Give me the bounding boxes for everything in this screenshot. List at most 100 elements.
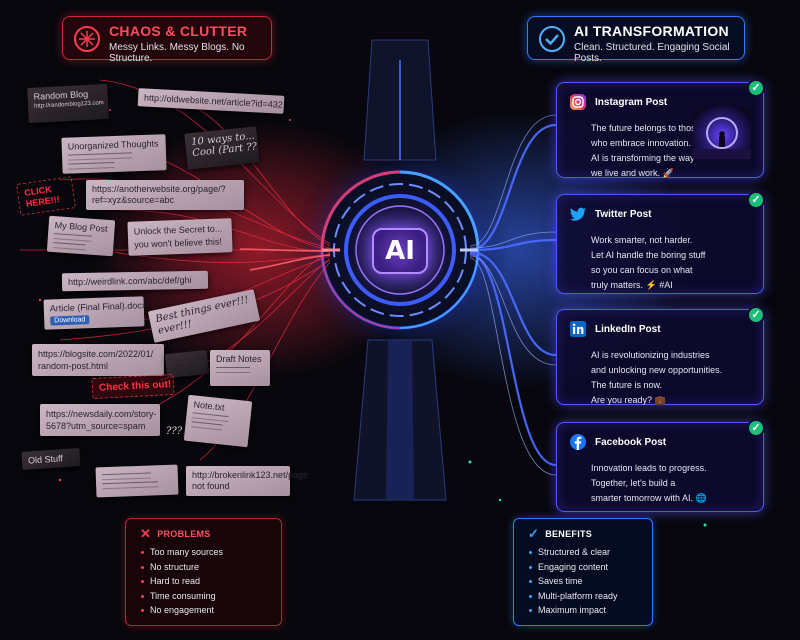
ai-transformation-subtitle: Clean. Structured. Engaging Social Posts… bbox=[574, 42, 730, 64]
another-website-link: https://anotherwebsite.org/page/? ref=xy… bbox=[86, 180, 244, 210]
benefits-list: Structured & clear Engaging content Save… bbox=[528, 545, 638, 618]
draft-notes-note: Draft Notes bbox=[210, 350, 270, 386]
blogsite-url: https://blogsite.com/2022/01/ bbox=[38, 349, 154, 359]
question-label: ??? bbox=[166, 426, 183, 437]
list-item: Saves time bbox=[528, 574, 638, 589]
list-item: Structured & clear bbox=[528, 545, 638, 560]
check-circle-icon bbox=[539, 26, 565, 52]
problems-panel: ✕ PROBLEMS Too many sources No structure… bbox=[125, 518, 282, 626]
card-body: Work smarter, not harder. Let AI handle … bbox=[591, 233, 751, 293]
problems-title: PROBLEMS bbox=[157, 529, 211, 539]
x-icon: ✕ bbox=[140, 526, 152, 541]
problems-list: Too many sources No structure Hard to re… bbox=[140, 545, 267, 618]
brokenlink-note: http://brokenlink123.net/page not found bbox=[186, 466, 309, 496]
linkedin-post-card[interactable]: ✓ LinkedIn Post AI is revolutionizing in… bbox=[556, 306, 765, 408]
card-line: Let AI handle the boring stuff bbox=[591, 250, 706, 260]
blogsite-url-2: random-post.html bbox=[38, 361, 109, 371]
card-line: we live and work. 🚀 bbox=[591, 168, 674, 178]
card-body: AI is revolutionizing industries and unl… bbox=[591, 348, 751, 408]
list-item: No structure bbox=[140, 560, 267, 575]
my-blog-note: My Blog Post bbox=[46, 215, 116, 257]
chaos-title: CHAOS & CLUTTER bbox=[109, 23, 248, 39]
brokenlink-url: http://brokenlink123.net/page bbox=[192, 470, 309, 480]
weird-link: http://weirdlink.com/abc/def/ghi bbox=[61, 270, 209, 292]
secret-line-2: you won't believe this! bbox=[134, 236, 223, 250]
old-website-url: http://oldwebsite.net/article?id=432 bbox=[143, 92, 284, 110]
card-line: Innovation leads to progress. bbox=[591, 463, 707, 473]
card-line: who embrace innovation. bbox=[591, 138, 692, 148]
list-item: Maximum impact bbox=[528, 603, 638, 618]
checkmark-icon: ✓ bbox=[528, 526, 540, 541]
note-txt-card: Note.txt bbox=[183, 394, 253, 448]
card-line: smarter tomorrow with AI. 🌐 bbox=[591, 493, 707, 503]
brokenlink-url-2: not found bbox=[192, 481, 230, 491]
another-website-url: https://anotherwebsite.org/page/? bbox=[92, 184, 226, 194]
benefits-panel: ✓ BENEFITS Structured & clear Engaging c… bbox=[513, 518, 653, 626]
chaos-subtitle: Messy Links. Messy Blogs. No Structure. bbox=[109, 42, 245, 64]
card-line: The future belongs to those bbox=[591, 123, 701, 133]
ai-transformation-header: AI TRANSFORMATION Clean. Structured. Eng… bbox=[527, 16, 745, 64]
ai-core-label: AI bbox=[372, 228, 428, 274]
list-item: Multi-platform ready bbox=[528, 589, 638, 604]
chaos-header: CHAOS & CLUTTER Messy Links. Messy Blogs… bbox=[62, 16, 272, 64]
check-icon: ✓ bbox=[747, 419, 765, 437]
twitter-icon bbox=[570, 207, 586, 221]
random-blog-url: http://randomblog123.com bbox=[33, 100, 104, 110]
article-file-label: Article (Final Final).docx bbox=[49, 300, 147, 314]
card-title: Twitter Post bbox=[595, 208, 652, 220]
card-title: Facebook Post bbox=[595, 436, 667, 448]
check-this-out-label: Check this out! bbox=[98, 379, 172, 394]
benefits-title: BENEFITS bbox=[545, 529, 593, 539]
blogsite-link: https://blogsite.com/2022/01/ random-pos… bbox=[32, 344, 164, 376]
card-line: AI is revolutionizing industries bbox=[591, 350, 710, 360]
card-title: Instagram Post bbox=[595, 96, 668, 108]
list-item: Hard to read bbox=[140, 574, 267, 589]
check-icon: ✓ bbox=[747, 306, 765, 324]
download-button[interactable]: Download bbox=[50, 315, 90, 326]
unorganized-thoughts-label: Unorganized Thoughts bbox=[67, 138, 159, 152]
instagram-post-card[interactable]: ✓ Instagram Post The future belongs to t… bbox=[556, 79, 765, 181]
card-body: The future belongs to those who embrace … bbox=[591, 121, 751, 181]
weird-link-url: http://weirdlink.com/abc/def/ghi bbox=[67, 275, 192, 288]
ai-transformation-title: AI TRANSFORMATION bbox=[574, 23, 729, 39]
card-line: and unlocking new opportunities. bbox=[591, 365, 723, 375]
instagram-post-image bbox=[693, 107, 751, 159]
list-item: Engaging content bbox=[528, 560, 638, 575]
secret-note: Unlock the Secret to... you won't believ… bbox=[127, 218, 233, 256]
my-blog-label: My Blog Post bbox=[54, 220, 108, 234]
card-body: Innovation leads to progress. Together, … bbox=[591, 461, 751, 506]
card-line: so you can focus on what bbox=[591, 265, 693, 275]
blank-note bbox=[95, 464, 179, 498]
card-line: Together, let's build a bbox=[591, 478, 676, 488]
another-website-url-2: ref=xyz&source=abc bbox=[92, 195, 175, 205]
check-this-out-note: Check this out! bbox=[91, 373, 175, 400]
chaos-icon bbox=[74, 26, 100, 52]
newsdaily-url-2: 5678?utm_source=spam bbox=[46, 421, 146, 431]
list-item: Time consuming bbox=[140, 589, 267, 604]
card-line: Work smarter, not harder. bbox=[591, 235, 693, 245]
ten-ways-note: 10 ways to... Cool (Part ?? bbox=[184, 126, 260, 170]
linkedin-icon bbox=[570, 321, 586, 337]
list-item: Too many sources bbox=[140, 545, 267, 560]
list-item: No engagement bbox=[140, 603, 267, 618]
newsdaily-url: https://newsdaily.com/story- bbox=[46, 409, 157, 419]
card-title: LinkedIn Post bbox=[595, 323, 661, 335]
card-line: truly matters. ⚡ #AI bbox=[591, 280, 673, 290]
instagram-icon bbox=[570, 94, 586, 110]
check-icon: ✓ bbox=[747, 191, 765, 209]
card-line: The future is now. bbox=[591, 380, 663, 390]
facebook-icon bbox=[570, 434, 586, 450]
newsdaily-link: https://newsdaily.com/story- 5678?utm_so… bbox=[40, 404, 160, 436]
click-here-label: CLICK HERE!!! bbox=[23, 184, 61, 209]
random-blog-note: Random Blog http://randomblog123.com bbox=[27, 83, 109, 124]
draft-notes-label: Draft Notes bbox=[216, 354, 262, 364]
card-line: Are you ready? 💼 bbox=[591, 395, 666, 405]
question-marks: ??? bbox=[160, 422, 184, 441]
twitter-post-card[interactable]: ✓ Twitter Post Work smarter, not harder.… bbox=[556, 191, 765, 294]
unorganized-thoughts-note: Unorganized Thoughts bbox=[61, 134, 167, 174]
facebook-post-card[interactable]: ✓ Facebook Post Innovation leads to prog… bbox=[556, 419, 765, 512]
card-line: AI is transforming the way bbox=[591, 153, 695, 163]
old-stuff-label: Old Stuff bbox=[27, 453, 64, 466]
check-icon: ✓ bbox=[747, 79, 765, 97]
article-file-note: Article (Final Final).docx Download bbox=[43, 296, 147, 330]
